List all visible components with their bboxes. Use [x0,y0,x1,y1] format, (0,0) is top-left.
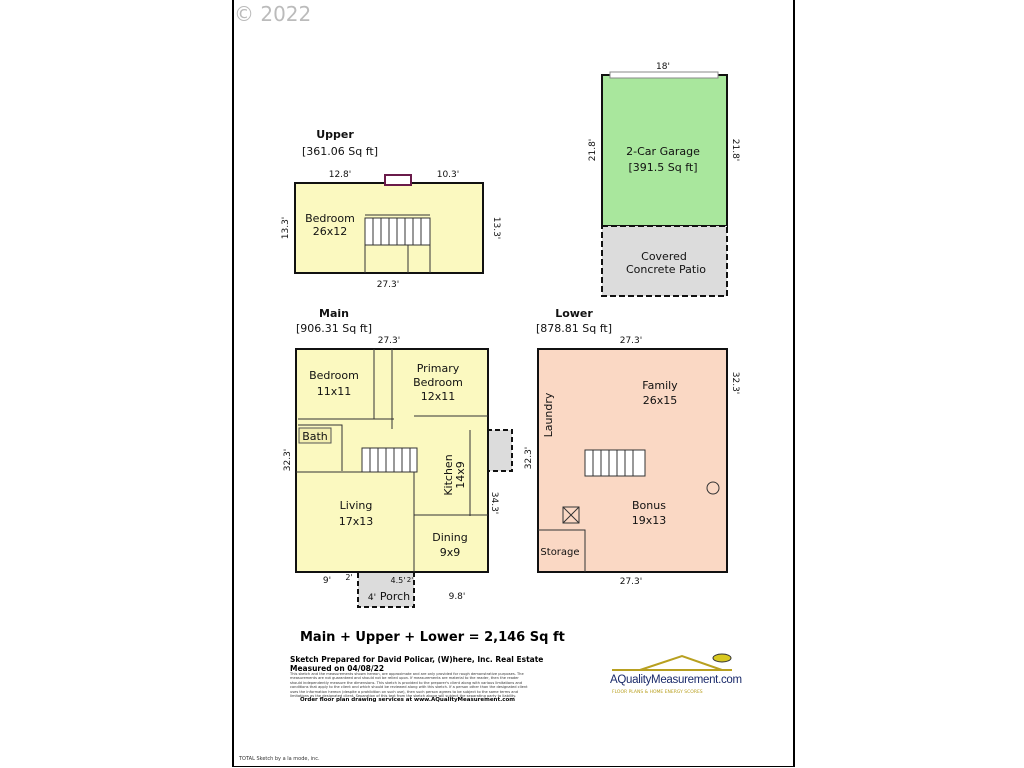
order-info: Order floor plan drawing services at www… [300,697,515,703]
primary-bedroom-name-2: Bedroom [413,376,463,389]
garage-area: [391.5 Sq ft] [628,161,697,174]
garage-dim-left: 21.8' [588,139,598,162]
page-border [232,0,795,767]
measured-date: Measured on 04/08/22 [290,664,385,673]
upper-title: Upper [316,128,354,141]
main-dim-bottom-right: 9.8' [449,592,466,602]
primary-bedroom-name-1: Primary [417,362,460,375]
living-name: Living [340,499,373,512]
upper-floor: Upper [361.06 Sq ft] 12.8' 10.3' 13.3' 1… [281,128,501,290]
covered-patio [601,225,728,297]
prepared-for: Sketch Prepared for David Policar, (W)he… [290,655,544,664]
main-area: [906.31 Sq ft] [296,322,372,335]
storage-label: Storage [540,547,579,558]
upper-dim-left: 13.3' [281,217,291,240]
upper-dim-top-left: 12.8' [329,170,352,180]
bath-label: Bath [302,430,328,443]
logo-name: AQualityMeasurement.com [610,674,742,686]
family-size: 26x15 [643,394,678,407]
bedroom-name: Bedroom [309,369,359,382]
software-credit: TOTAL Sketch by a la mode, inc. [239,756,320,762]
upper-stairs [364,217,431,246]
upper-dim-top-right: 10.3' [437,170,460,180]
side-landing [486,429,513,472]
porch-dim-small: 2' [407,576,413,584]
disclaimer: This sketch and the measurements shown h… [290,672,528,699]
lower-area: [878.81 Sq ft] [536,322,612,335]
dining-size: 9x9 [440,546,461,559]
copyright: © 2022 [234,2,312,26]
upper-dim-right: 13.3' [491,217,501,240]
main-dim-right: 34.3' [489,492,499,515]
porch-dim-width: 4' [368,593,376,603]
main-floor: Main [906.31 Sq ft] 27.3' 32.3' 34.3' 9'… [283,307,513,608]
upper-bedroom-name: Bedroom [305,212,355,225]
logo-tagline: FLOOR PLANS & HOME ENERGY SCORES [612,690,703,695]
porch-label: Porch [380,590,410,603]
laundry-label: Laundry [542,392,555,437]
kitchen-size: 14x9 [454,461,467,489]
upper-area: [361.06 Sq ft] [302,145,378,158]
total-area: Main + Upper + Lower = 2,146 Sq ft [300,630,565,645]
lower-floor: Lower [878.81 Sq ft] 27.3' 32.3' 32.3' 2… [524,307,740,587]
porch-dim-side: 4.5' [391,576,406,585]
main-dim-left: 32.3' [283,449,293,472]
lower-dim-left: 32.3' [524,447,534,470]
garage-name: 2-Car Garage [626,145,700,158]
upper-bedroom-size: 26x12 [313,225,348,238]
upper-dormer [384,174,412,186]
bonus-size: 19x13 [632,514,667,527]
primary-bedroom-size: 12x11 [421,390,456,403]
upper-dim-bottom: 27.3' [377,280,400,290]
family-name: Family [642,379,678,392]
main-dim-top: 27.3' [378,336,401,346]
lower-dim-bottom: 27.3' [620,577,643,587]
prepared-by: Sketch Prepared for David Policar, (W)he… [290,655,543,673]
bedroom-size: 11x11 [317,385,352,398]
patio-label-1: Covered [641,250,687,263]
garage: 18' 21.8' 21.8' 2-Car Garage [391.5 Sq f… [588,62,740,297]
garage-dim-top: 18' [656,62,670,72]
living-size: 17x13 [339,515,374,528]
dining-name: Dining [432,531,468,544]
main-dim-bottom-small: 2' [345,573,352,582]
kitchen-name: Kitchen [442,454,455,495]
patio-label-2: Concrete Patio [626,263,706,276]
house-roof-icon [612,653,732,671]
main-title: Main [319,307,349,320]
bonus-name: Bonus [632,499,666,512]
garage-dim-right: 21.8' [730,139,740,162]
lower-title: Lower [555,307,593,320]
company-logo: AQualityMeasurement.com FLOOR PLANS & HO… [610,652,742,710]
lower-dim-top: 27.3' [620,336,643,346]
main-dim-bottom-left: 9' [323,576,331,586]
lower-dim-right: 32.3' [730,372,740,395]
